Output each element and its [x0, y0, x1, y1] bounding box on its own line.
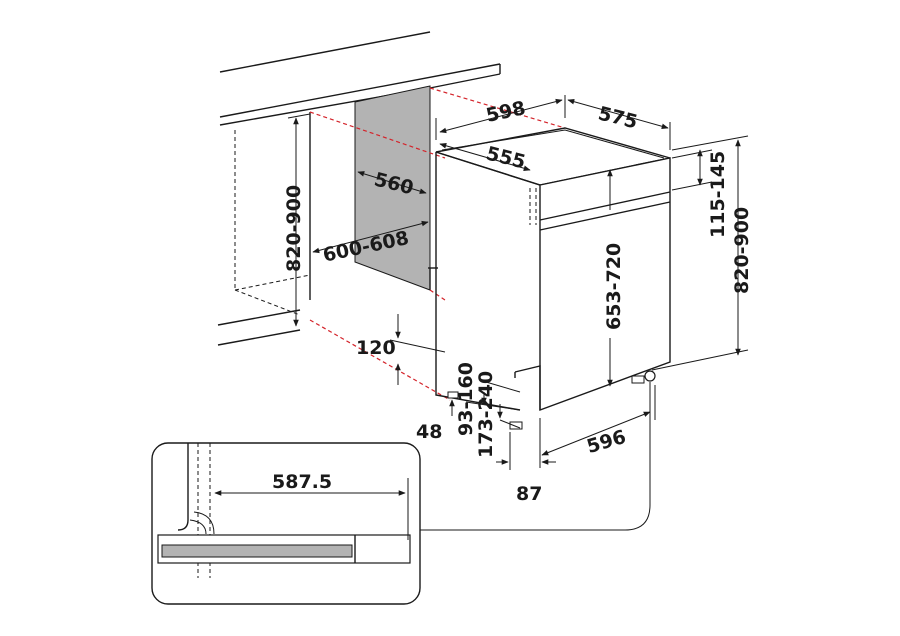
dimension-lines — [287, 95, 749, 531]
label-120: 120 — [356, 337, 396, 359]
label-820-900-right: 820-900 — [731, 207, 753, 294]
dishwasher-body — [435, 127, 671, 430]
label-115-145: 115-145 — [707, 151, 729, 238]
cabinet-niche — [217, 31, 501, 346]
label-93-160: 93-160 — [455, 362, 477, 436]
label-653-720: 653-720 — [603, 243, 625, 330]
label-173-240: 173-240 — [475, 371, 497, 458]
detail-callout — [151, 442, 421, 605]
label-598: 598 — [484, 97, 527, 127]
label-87: 87 — [516, 483, 542, 505]
label-596: 596 — [584, 426, 628, 458]
label-48: 48 — [416, 421, 442, 443]
label-820-900-left: 820-900 — [283, 185, 305, 272]
label-587-5: 587.5 — [272, 471, 332, 493]
label-575: 575 — [596, 102, 640, 133]
